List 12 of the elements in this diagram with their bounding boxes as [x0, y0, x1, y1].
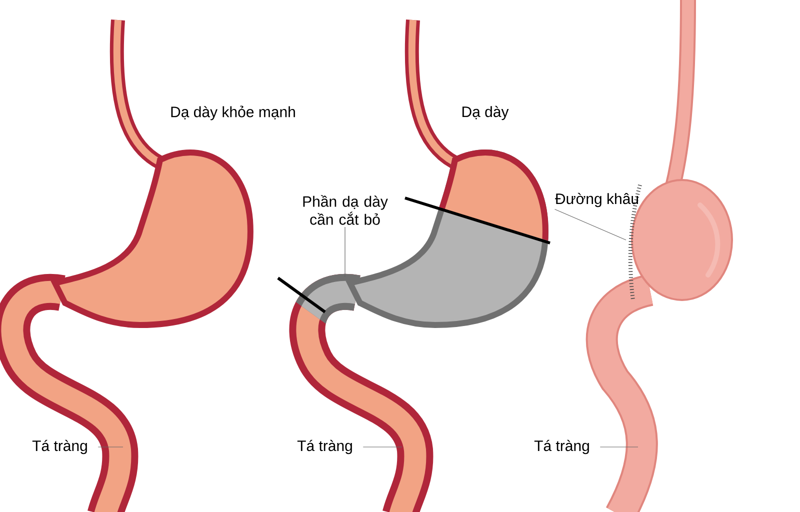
part-label: Tá tràng [534, 440, 589, 454]
leader-line [554, 208, 626, 240]
leader-line [362, 446, 402, 448]
part-label: Phần dạ dày cần cắt bỏ [303, 195, 388, 225]
part-label: Tá tràng [297, 440, 352, 454]
heading-label: Dạ dày [462, 106, 509, 120]
heading-label: Dạ dày khỏe mạnh [171, 106, 295, 120]
part-label: Đường khâu [555, 192, 638, 208]
part-label: Tá tràng [32, 440, 87, 454]
leader-line [98, 446, 124, 448]
leader-line [344, 226, 346, 278]
leader-line [600, 446, 638, 448]
